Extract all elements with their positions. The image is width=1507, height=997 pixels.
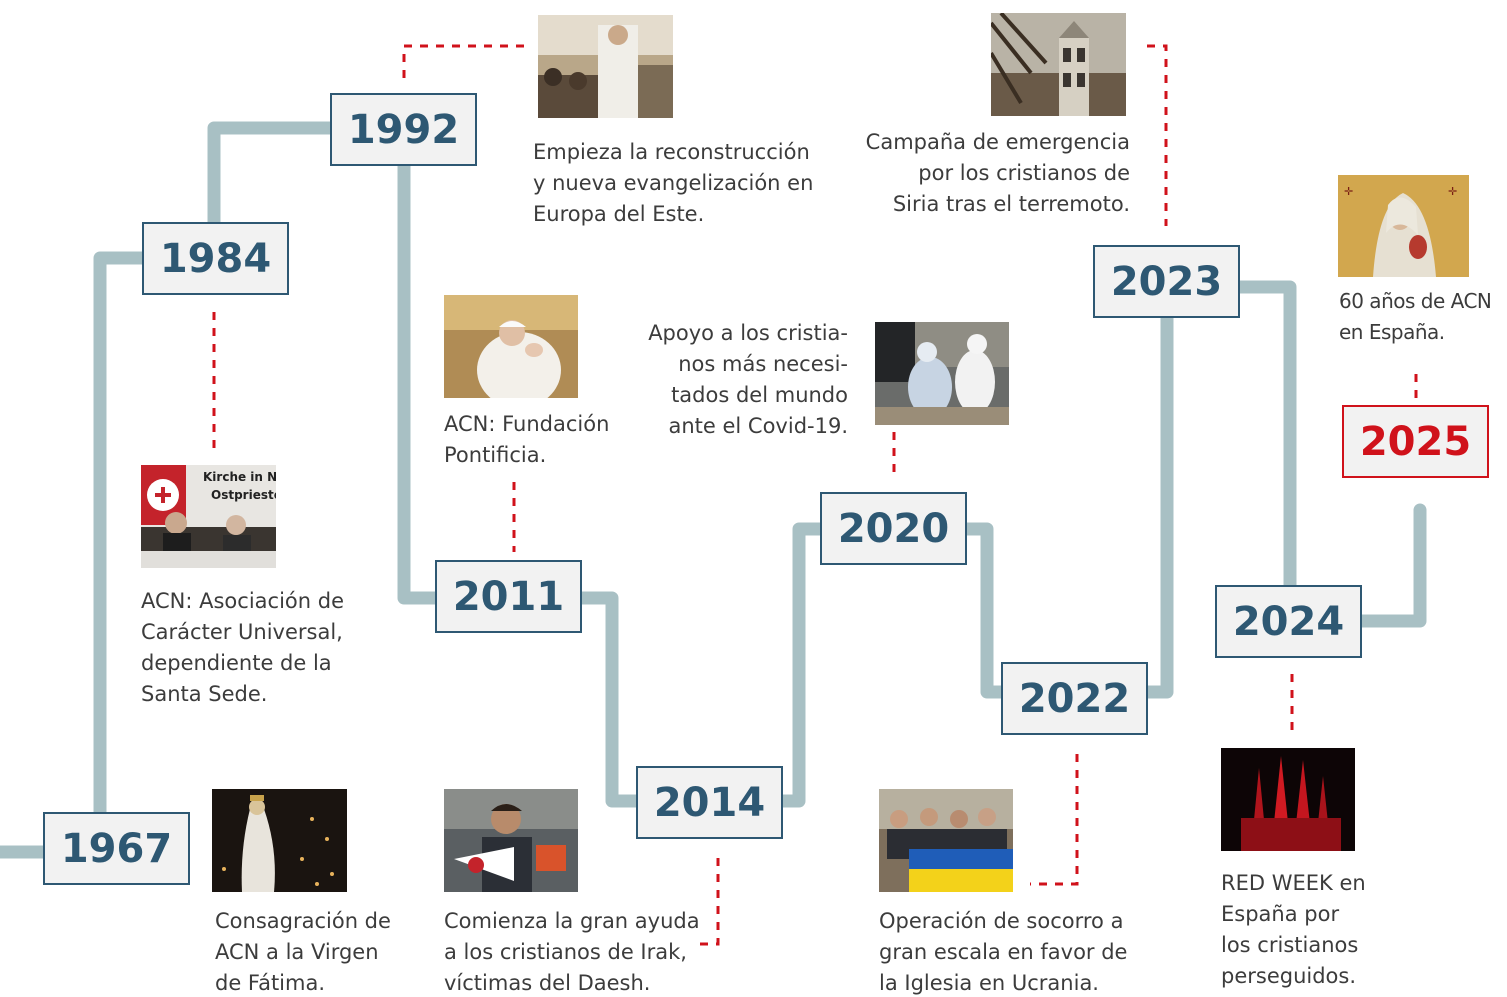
caption-1967: Consagración de ACN a la Virgen de Fátim… xyxy=(215,909,391,995)
photo-1984-press-conference: Kirche in N Ostpriester xyxy=(141,465,276,568)
photo-2023-bell-tower xyxy=(991,13,1126,116)
svg-text:✛: ✛ xyxy=(1448,185,1457,198)
priest-at-altar-photo-icon xyxy=(538,15,673,118)
photo-1967-fatima xyxy=(212,789,347,892)
sagrada-familia-red-lit-photo-icon xyxy=(1221,748,1355,851)
caption-2020: Apoyo a los cristia- nos más necesi- tad… xyxy=(648,321,848,438)
year-2014: 2014 xyxy=(636,766,783,839)
year-2020: 2020 xyxy=(820,492,967,565)
year-1967: 1967 xyxy=(43,812,190,885)
group-with-ukrainian-flag-photo-icon xyxy=(879,789,1013,892)
caption-2025: 60 años de ACN en España. xyxy=(1339,289,1492,344)
photo-2014-pennant xyxy=(444,789,578,892)
caption-2022: Operación de socorro a gran escala en fa… xyxy=(879,909,1128,995)
photo-1984-banner-line1: Kirche in N xyxy=(203,470,276,484)
damaged-bell-tower-photo-icon xyxy=(991,13,1126,116)
photo-2020-volunteers xyxy=(875,322,1009,425)
caption-2024: RED WEEK en España por los cristianos pe… xyxy=(1221,871,1366,988)
photo-2022-ukraine xyxy=(879,789,1013,892)
caption-2011: ACN: Fundación Pontificia. xyxy=(444,412,610,467)
year-2022: 2022 xyxy=(1001,662,1148,735)
photo-1984-banner-line2: Ostpriester xyxy=(211,488,276,502)
pope-benedict-applauding-photo-icon xyxy=(444,295,578,398)
year-1992: 1992 xyxy=(330,93,477,166)
year-2011: 2011 xyxy=(435,560,582,633)
virgin-icon-painting-photo-icon: ✛ ✛ xyxy=(1338,175,1469,277)
press-conference-photo-icon: Kirche in N Ostpriester xyxy=(141,465,276,568)
fatima-virgin-statue-photo-icon xyxy=(212,789,347,892)
photo-2011-pope-benedict xyxy=(444,295,578,398)
caption-2014: Comienza la gran ayuda a los cristianos … xyxy=(444,909,700,995)
svg-text:✛: ✛ xyxy=(1344,185,1353,198)
photo-2024-sagrada-familia xyxy=(1221,748,1355,851)
caption-1984: ACN: Asociación de Carácter Universal, d… xyxy=(141,589,344,706)
photo-1992-priest-at-altar xyxy=(538,15,673,118)
year-1984: 1984 xyxy=(142,222,289,295)
connector-2014 xyxy=(700,858,720,946)
year-2024: 2024 xyxy=(1215,585,1362,658)
man-holding-pennant-photo-icon xyxy=(444,789,578,892)
photo-2025-virgin-icon: ✛ ✛ xyxy=(1338,175,1469,277)
connector-2023 xyxy=(1147,44,1168,226)
year-2025: 2025 xyxy=(1342,405,1489,478)
year-2023: 2023 xyxy=(1093,245,1240,318)
connector-1992 xyxy=(402,44,528,78)
volunteers-protective-suits-photo-icon xyxy=(875,322,1009,425)
caption-2023: Campaña de emergencia por los cristianos… xyxy=(865,130,1130,216)
connector-2022 xyxy=(1030,754,1079,886)
connector-lines xyxy=(212,44,1418,946)
caption-1992: Empieza la reconstrucción y nueva evange… xyxy=(533,140,814,226)
